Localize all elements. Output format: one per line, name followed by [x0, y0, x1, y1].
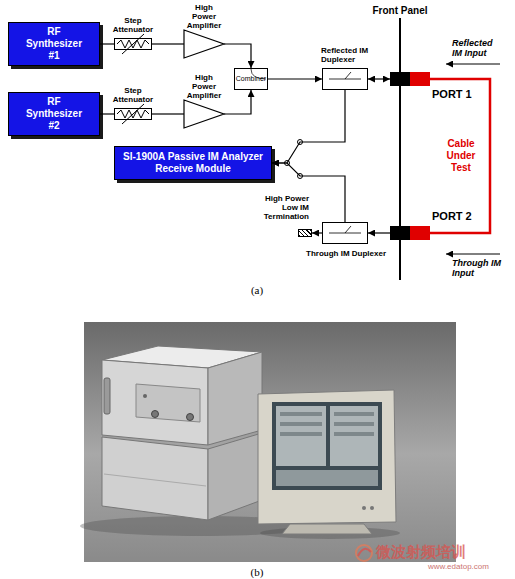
variable-arrow: [122, 34, 144, 54]
annotation: Through IM Input: [452, 258, 502, 278]
instrument-box: RF Synthesizer #2: [8, 92, 100, 136]
component-label: Reflected IM Duplexer: [321, 46, 373, 64]
signal-line: [152, 43, 184, 44]
panel-seam: [104, 474, 206, 486]
watermark: www.edatop.com: [428, 562, 508, 571]
watermark-logo: [358, 549, 371, 556]
signal-line: [152, 113, 184, 114]
screen-row: [334, 432, 374, 436]
screen-row: [280, 432, 322, 436]
step-attenuator: Step Attenuator: [114, 38, 152, 50]
monitor-screen: [272, 402, 382, 490]
signal-line: [312, 232, 322, 233]
amplifier-outline: [184, 30, 224, 58]
duplexer-path: [329, 226, 361, 233]
variable-arrow: [122, 104, 144, 124]
duplexer-inner: [323, 223, 367, 243]
chassis-side: [208, 352, 262, 445]
amplifier-symbol: High Power Amplifier: [184, 30, 224, 58]
screen-row: [280, 412, 322, 416]
switch-contact: [298, 174, 303, 179]
attenuator-outline: [114, 38, 152, 50]
signal-line: [368, 232, 390, 233]
component-label: Step Attenuator: [108, 16, 158, 34]
input-arrow: [446, 64, 500, 65]
watermark-logo: [356, 545, 372, 561]
connector-panel: [136, 384, 200, 422]
signal-line: [100, 113, 114, 114]
screen-panel: [276, 470, 378, 486]
component-label: High Power Low IM Termination: [255, 194, 309, 221]
panel-caption: (a): [243, 284, 271, 297]
box-label: SI-1900A Passive IM Analyzer Receive Mod…: [120, 151, 266, 175]
monitor-button: [362, 506, 366, 510]
screen-row: [334, 412, 374, 416]
signal-line: [224, 90, 251, 114]
instrument-box: RF Synthesizer #1: [8, 22, 100, 66]
switch-pivot: [285, 161, 290, 166]
duplexer-box: Reflected IM Duplexer: [322, 68, 368, 90]
switch-contact: [298, 140, 303, 145]
duplexer-inner: [323, 69, 367, 89]
rf-connector: [152, 411, 159, 418]
attenuator-outline: [114, 108, 152, 120]
panel-knob: [143, 394, 147, 398]
duplexer-box: Through IM Duplexer: [322, 222, 368, 244]
input-arrow: [446, 254, 500, 255]
screen-panel: [276, 406, 326, 466]
port-connector: PORT 1: [390, 72, 430, 86]
component-label: High Power Amplifier: [184, 3, 224, 30]
component-label: PORT 2: [432, 210, 484, 222]
chassis-handle: [104, 378, 110, 414]
box-label: Combiner: [236, 75, 266, 83]
signal-line: [368, 78, 390, 79]
amplifier-triangle: [184, 100, 224, 128]
annotation: Front Panel: [370, 5, 430, 17]
monitor-bezel: [258, 390, 396, 524]
duplexer-path: [329, 72, 361, 79]
component-label: PORT 1: [432, 88, 484, 100]
component-label: Step Attenuator: [108, 86, 158, 104]
termination-symbol: High Power Low IM Termination: [298, 229, 312, 237]
rf-connector: [187, 414, 194, 421]
amplifier-symbol: High Power Amplifier: [184, 100, 224, 128]
signal-line: [224, 44, 251, 68]
screen-panel: [330, 406, 378, 466]
step-attenuator: Step Attenuator: [114, 108, 152, 120]
screen-row: [280, 422, 322, 426]
box-label: RF Synthesizer #2: [23, 96, 85, 132]
instrument-box: SI-1900A Passive IM Analyzer Receive Mod…: [114, 146, 272, 180]
watermark: 微波射频培训: [376, 543, 506, 560]
signal-line: [100, 43, 114, 44]
screen-row: [334, 422, 374, 426]
signal-line: [272, 163, 345, 222]
front-panel-line: [399, 18, 401, 280]
edge-label: Cable Under Test: [436, 138, 486, 174]
component-label: Through IM Duplexer: [306, 249, 386, 258]
signal-line: [268, 78, 322, 79]
monitor-base: [282, 524, 372, 534]
signal-line: [272, 90, 345, 163]
monitor-button: [370, 506, 374, 510]
annotation: Reflected IM Input: [452, 38, 502, 58]
box-label: RF Synthesizer #1: [23, 26, 85, 62]
chassis-front: [102, 437, 208, 520]
port-connector: PORT 2: [390, 226, 430, 240]
component-label: High Power Amplifier: [184, 73, 224, 100]
amplifier-outline: [184, 100, 224, 128]
cable-line: [430, 79, 490, 233]
chassis-side: [208, 433, 262, 520]
combiner-box: Combiner: [234, 68, 268, 90]
amplifier-triangle: [184, 30, 224, 58]
panel-caption: (b): [243, 566, 271, 579]
chassis-front: [102, 360, 208, 445]
